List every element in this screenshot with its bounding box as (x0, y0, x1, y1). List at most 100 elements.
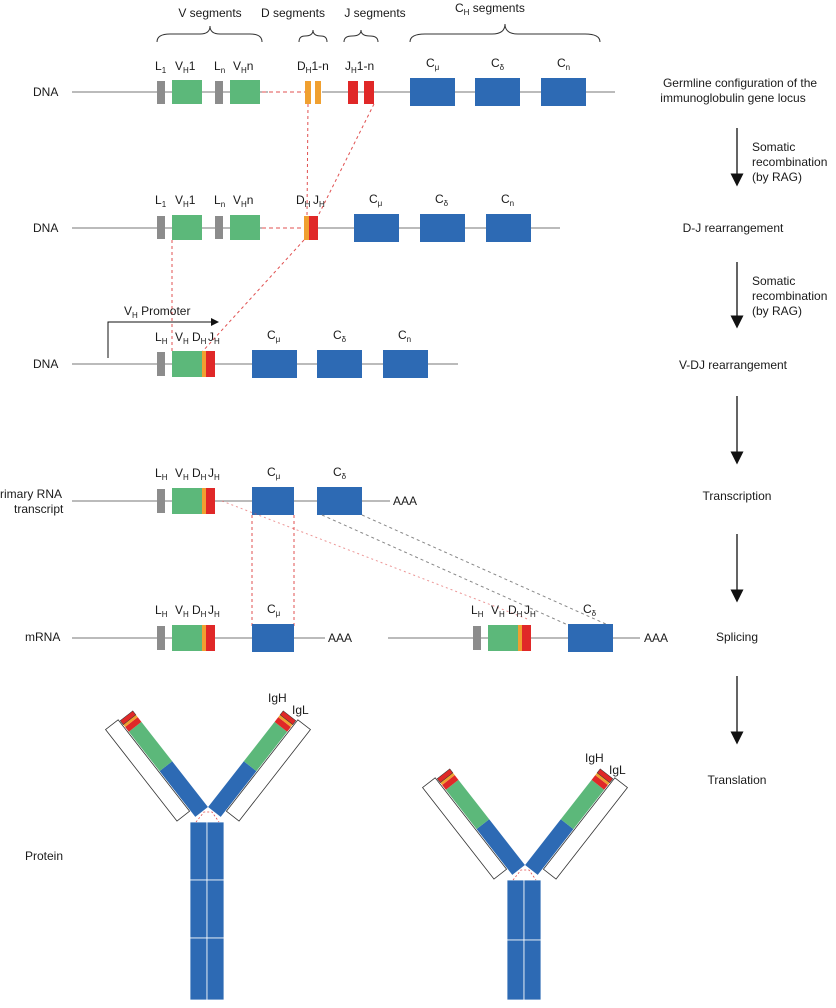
v-segment-n (230, 215, 260, 240)
c-n-segment (541, 78, 586, 106)
label-vh: VH (175, 466, 189, 482)
label-jh1n: JH1-n (345, 59, 374, 75)
c-mu-segment (252, 350, 297, 378)
light-chain (542, 777, 629, 880)
label-cmu: Cμ (267, 602, 281, 618)
row-dj-rearranged: DNA L1 VH1 Ln VHn DH JH Cμ Cδ Cn (33, 192, 560, 242)
d-segment (518, 625, 522, 651)
label-vhn: VHn (233, 193, 253, 209)
heavy-chain-d (123, 714, 138, 728)
label-vh1: VH1 (175, 193, 196, 209)
poly-a-tail: AAA (644, 631, 668, 645)
heavy-chain-j (591, 775, 608, 790)
igl-label: IgL (609, 763, 626, 777)
label-cdelta: Cδ (491, 56, 505, 72)
step-vdj: V-DJ rearrangement (679, 358, 788, 372)
label-jh: JH (524, 603, 536, 619)
d-segment (202, 351, 206, 377)
label-dh: DH (192, 603, 207, 619)
step-dj: D-J rearrangement (683, 221, 784, 235)
ch-segments-main: C (455, 1, 464, 15)
label-cdelta: Cδ (333, 465, 347, 481)
promoter-label: VH Promoter (124, 304, 190, 320)
heavy-chain-constant (189, 879, 208, 939)
somatic-line1: Somatic (752, 140, 795, 154)
label-lh: LH (155, 330, 168, 346)
igl-label: IgL (292, 703, 309, 717)
heavy-chain-vh (128, 721, 173, 772)
splicing-links (221, 500, 609, 626)
heavy-chain-constant (206, 937, 225, 1001)
label-lh: LH (155, 603, 168, 619)
leader-1 (157, 81, 165, 104)
row-label-protein: Protein (25, 849, 63, 863)
v-segment (172, 625, 202, 651)
row-label-mrna: mRNA (25, 630, 60, 644)
heavy-chain-constant (206, 821, 225, 881)
heavy-chain-d (595, 772, 610, 786)
label-cn: Cn (501, 192, 514, 208)
label-jh: JH (208, 466, 220, 482)
j-segment (206, 351, 215, 377)
v-segment-1 (172, 215, 202, 240)
label-cmu: Cμ (267, 465, 281, 481)
c-n-segment (486, 214, 531, 242)
row-label-dna: DNA (33, 221, 58, 235)
hinge (195, 811, 220, 823)
v-segment (172, 351, 202, 377)
somatic-line3: (by RAG) (752, 170, 802, 184)
light-chain (421, 777, 508, 880)
v-segments-label: V segments (178, 6, 241, 20)
heavy-chain-constant (189, 937, 208, 1001)
heavy-chain-constant (506, 939, 525, 1001)
somatic-line2: recombination (752, 289, 827, 303)
j-segment (522, 625, 531, 651)
promoter-arrow (107, 318, 219, 358)
c-brace (409, 23, 601, 43)
label-cdelta: Cδ (435, 192, 449, 208)
antibody-igd: IgH IgL (421, 751, 629, 1001)
label-vh: VH (491, 603, 505, 619)
label-ln: Ln (214, 59, 225, 75)
c-n-segment (383, 350, 428, 378)
d-segment-n (315, 81, 321, 104)
v-segment (488, 625, 518, 651)
row-primary-rna: rimary RNA transcript AAA LH VH DH JH Cμ… (0, 465, 417, 516)
label-lh: LH (155, 466, 168, 482)
j-segment (206, 625, 215, 651)
process-steps: Germline configuration of the immunoglob… (660, 76, 827, 787)
light-chain (225, 719, 312, 822)
heavy-chain-leader (596, 768, 614, 784)
label-lh: LH (471, 603, 484, 619)
label-cn: Cn (557, 56, 570, 72)
poly-a-tail: AAA (328, 631, 352, 645)
label-dh: DH (192, 466, 207, 482)
heavy-chain-constant (523, 939, 542, 1001)
label-cmu: Cμ (426, 56, 440, 72)
heavy-chain-ch1 (208, 761, 257, 817)
d-segment-1 (305, 81, 311, 104)
heavy-chain-vh (445, 779, 490, 830)
row-germline: DNA L1 VH1 Ln VHn DH1-n JH1-n Cμ Cδ Cn (33, 56, 615, 106)
row-label-primary-rna: rimary RNA (0, 487, 62, 501)
j-segment-n (364, 81, 374, 104)
d-segment (304, 216, 309, 240)
light-chain (104, 719, 191, 822)
leader-n (215, 216, 223, 239)
leader-n (215, 81, 223, 104)
somatic-line3: (by RAG) (752, 304, 802, 318)
j-brace (343, 29, 379, 43)
step-germline-line1: Germline configuration of the (663, 76, 817, 90)
leader-1 (157, 216, 165, 239)
c-delta-segment (475, 78, 520, 106)
label-dh: DH (296, 193, 311, 209)
step-germline-line2: immunoglobulin gene locus (660, 91, 805, 105)
d-brace (298, 29, 328, 43)
label-dh: DH (508, 603, 523, 619)
label-cdelta: Cδ (333, 328, 347, 344)
ch-segments-label: CH segments (455, 1, 525, 17)
row-label-dna: DNA (33, 85, 58, 99)
c-mu-segment (354, 214, 399, 242)
label-l1: L1 (155, 193, 167, 209)
heavy-chain-d (440, 772, 455, 786)
